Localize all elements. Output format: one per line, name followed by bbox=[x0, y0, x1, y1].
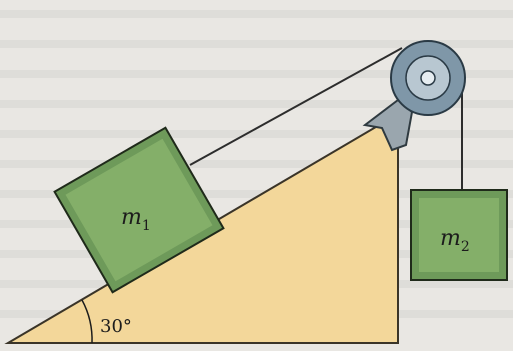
block-m2 bbox=[410, 189, 508, 281]
pulley-axle bbox=[420, 70, 436, 86]
block-m1-face bbox=[65, 138, 213, 282]
angle-arc bbox=[81, 299, 93, 344]
block-m2-label: m2 bbox=[440, 226, 470, 255]
angle-label: 30° bbox=[100, 316, 132, 337]
string-incline-segment bbox=[189, 47, 403, 166]
block-m1 bbox=[53, 126, 225, 294]
block-m2-face bbox=[419, 198, 499, 272]
block-m1-label: m1 bbox=[121, 205, 151, 234]
